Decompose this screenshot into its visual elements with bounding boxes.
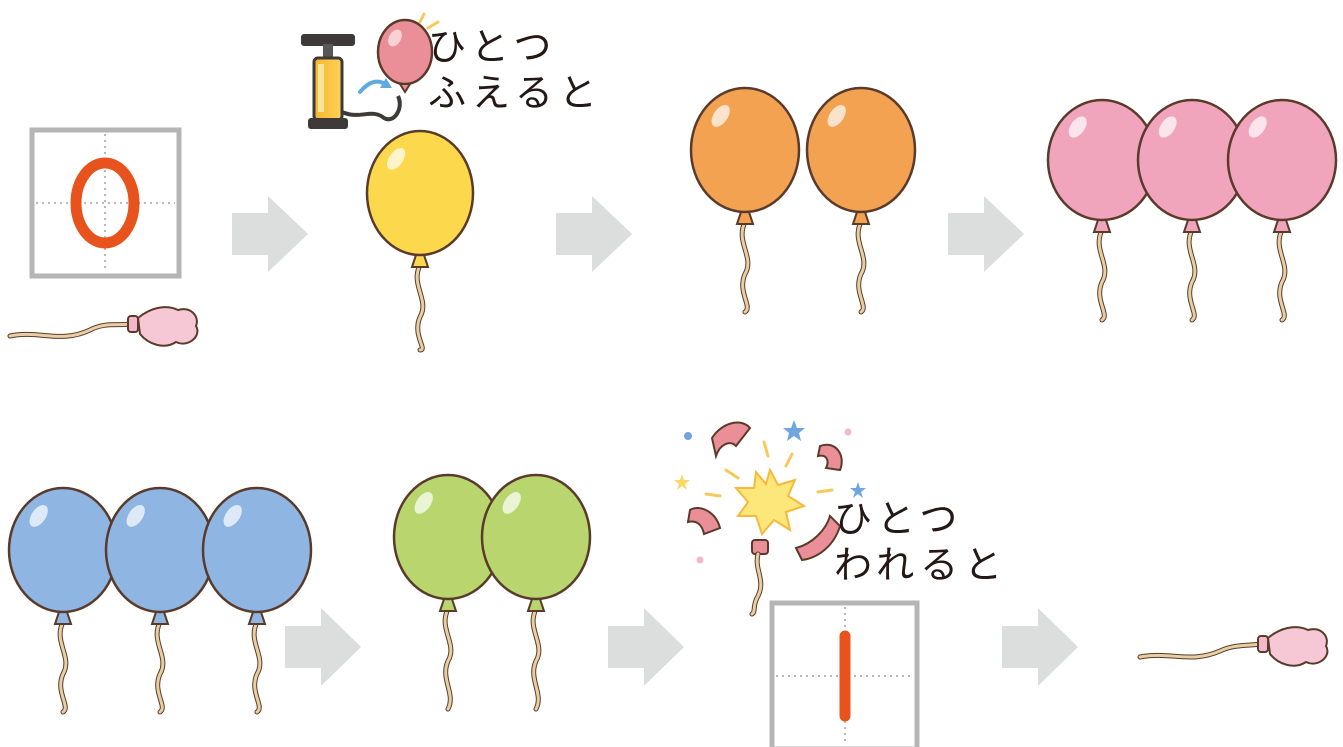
air-pump-icon: [301, 34, 402, 129]
small-pink-balloon-icon: [376, 12, 440, 94]
caption-pop-line1: ひとつ: [834, 497, 964, 541]
balloon-icon: [480, 473, 592, 712]
caption-pop-line2: われると: [834, 543, 1009, 587]
digit-box-one: [769, 600, 920, 747]
balloon-icon: [1136, 98, 1248, 323]
caption-add-line1: ひとつ: [428, 25, 558, 69]
arrow-icon: [948, 196, 1024, 272]
balloon-icon: [104, 486, 216, 715]
balloon-icon: [689, 86, 801, 315]
balloon-icon: [1226, 98, 1338, 323]
balloon-icon: [7, 486, 119, 715]
popping-balloon-icon: [674, 420, 866, 617]
green-balloon-group: [392, 473, 592, 712]
caption-pop: ひとつ われると: [834, 496, 1008, 588]
arrow-icon: [285, 608, 361, 686]
balloon-icon: [805, 86, 917, 315]
arrow-icon: [1002, 608, 1078, 686]
blue-balloon-group: [7, 486, 313, 715]
digit-box-zero: [29, 127, 182, 279]
balloon-icon: [1046, 98, 1158, 323]
deflated-balloon-icon: [7, 306, 199, 347]
balloon-icon: [201, 486, 313, 715]
deflated-balloon-icon: [1137, 626, 1329, 667]
caption-add-line2: ふえると: [428, 71, 603, 115]
arrow-icon: [556, 196, 632, 272]
caption-add: ひとつ ふえると: [428, 24, 603, 116]
arrow-icon: [232, 196, 308, 272]
orange-balloon-group: [689, 86, 917, 315]
balloon-icon: [365, 129, 475, 353]
balloon-icon: [392, 473, 504, 712]
arrow-icon: [608, 608, 684, 686]
pink-balloon-group: [1046, 98, 1338, 323]
yellow-balloon-group: [365, 129, 475, 353]
